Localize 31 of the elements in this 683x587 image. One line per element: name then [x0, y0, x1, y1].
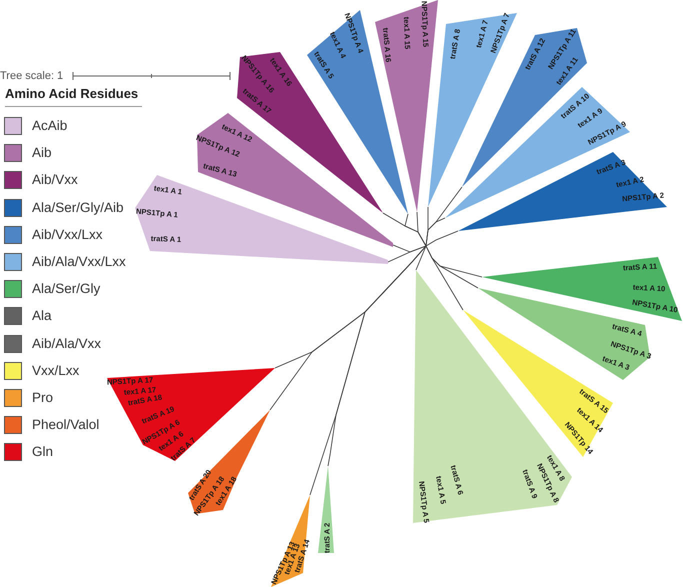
legend-label: Aib/Vxx [32, 171, 78, 190]
legend-label: Gln [32, 443, 54, 462]
tree-branch [426, 246, 464, 310]
legend-label: Ala/Ser/Gly [32, 280, 100, 298]
legend-label: Ala [32, 307, 52, 326]
clade-wedge [318, 466, 334, 553]
legend-label: Pro [32, 389, 54, 407]
legend-label: Aib [32, 144, 52, 162]
clade-wedge [428, 13, 517, 207]
tree-branch [274, 246, 426, 368]
clade-wedge [375, 0, 438, 212]
legend-label: AcAib [32, 117, 68, 135]
legend-label: Aib/Ala/Vxx/Lxx [32, 253, 126, 271]
clade-wedge [482, 257, 682, 321]
legend-label: Aib/Vxx/Lxx [32, 226, 103, 244]
clade-wedge [135, 175, 388, 264]
legend-label: Ala/Ser/Gly/Aib [32, 198, 124, 217]
tree-branch [416, 212, 426, 246]
clade-wedge [271, 495, 310, 587]
tree-branch [392, 244, 426, 252]
tree-branch [416, 246, 426, 270]
tree-branch [426, 218, 446, 246]
legend-label: Vxx/Lxx [32, 362, 80, 380]
legend-label: Pheol/Valol [32, 416, 100, 434]
clade-wedge [458, 152, 667, 231]
legend-label: Aib/Ala/Vxx [32, 334, 102, 353]
scale-label: Tree scale: 1 [0, 70, 64, 83]
legend-title: Amino Acid Residues [5, 86, 142, 107]
tree-branch [426, 230, 458, 246]
clade-wedge [107, 368, 275, 461]
clade-wedge [197, 113, 393, 247]
